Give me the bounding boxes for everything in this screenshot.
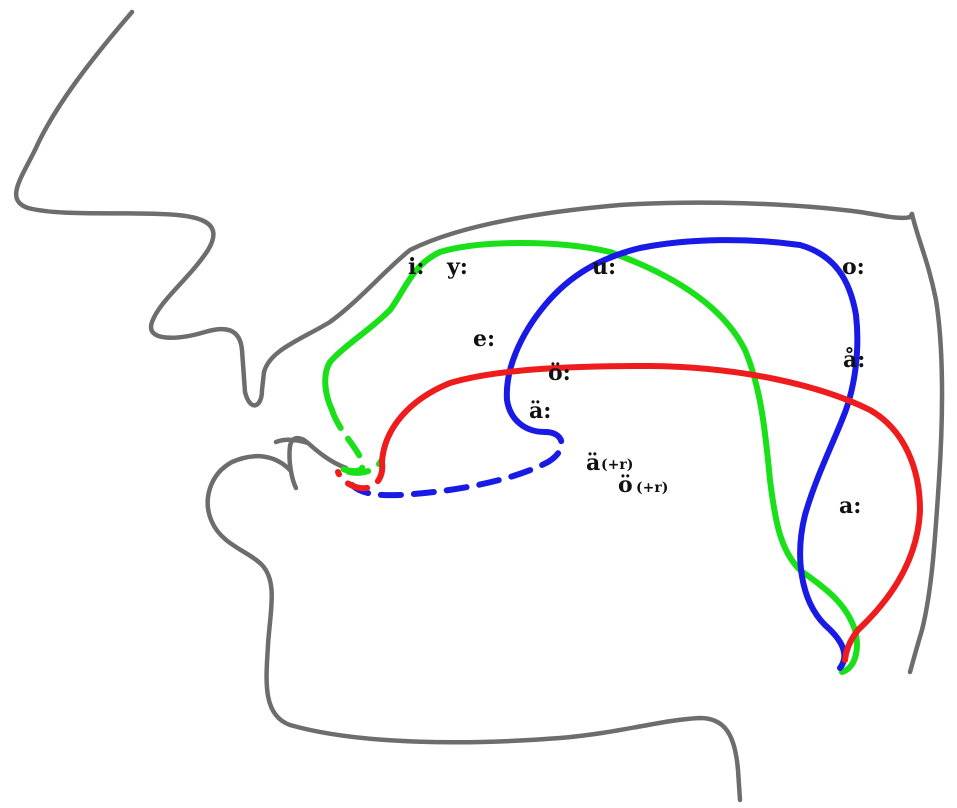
- vowel-label-aa: å:: [843, 347, 865, 373]
- upper-lip-outline: [273, 435, 349, 491]
- vowel-label-i: i:: [408, 254, 424, 280]
- chin-and-jaw-outline: [205, 454, 743, 803]
- vowel-label-oe-r: ö: [618, 472, 633, 498]
- vowel-label-oe: ö:: [548, 360, 571, 386]
- green-tongue-dashed-front: [329, 407, 385, 476]
- vowel-label-a: a:: [839, 493, 861, 519]
- vowel-label-ae-r: ä: [586, 450, 600, 476]
- vowel-label-e: e:: [473, 326, 495, 352]
- red-tongue-dashed-front: [335, 459, 386, 492]
- plus-r-label-ae: (+r): [601, 457, 633, 473]
- vowel-label-o: o:: [842, 254, 865, 280]
- red-tongue-contour: [379, 363, 923, 663]
- vowel-label-ae-plus-r: ä (+r): [586, 450, 633, 476]
- head-outline: [13, 9, 945, 803]
- plus-r-label-oe: (+r): [636, 480, 668, 496]
- pharynx-back-wall: [907, 211, 945, 675]
- vowel-label-y: y:: [446, 254, 468, 280]
- blue-tongue-contour: [503, 237, 861, 671]
- vowel-label-u: u:: [592, 254, 616, 280]
- nose-and-palate-outline: [13, 9, 913, 408]
- blue-tongue-dashed-front: [349, 429, 565, 499]
- vowel-label-oe-plus-r: ö (+r): [618, 472, 668, 498]
- green-tongue-contour: [322, 240, 860, 675]
- vowel-label-ae: ä:: [529, 398, 551, 424]
